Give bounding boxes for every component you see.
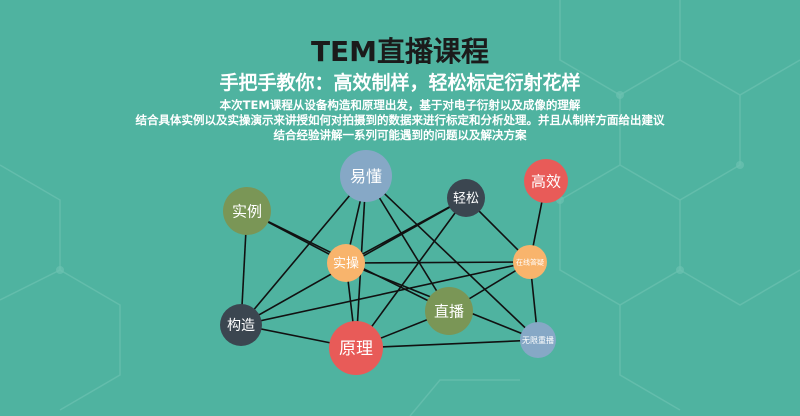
node-label: 高效 [531,172,561,190]
edge-relaxed-principle [355,197,467,349]
description-line: 结合具体实例以及实操演示来讲授如何对拍摄到的数据来进行标定和分析处理。并且从制样… [135,113,665,127]
node-replay: 无限重播 [520,322,556,358]
node-label: 轻松 [453,192,479,207]
page-title: TEM直播课程 [310,35,490,68]
node-label: 无限重播 [522,335,554,345]
node-circle [447,179,485,217]
description-line: 结合经验讲解一系列可能遇到的问题以及解决方案 [273,128,527,142]
node-label: 易懂 [350,167,382,186]
node-circle [425,287,473,335]
node-example: 实例 [223,187,271,235]
edge-qa-structure [240,261,531,326]
page-subtitle: 手把手教你：高效制样，轻松标定衍射花样 [219,72,581,94]
edge-principle-replay [355,339,539,349]
node-circle [513,245,547,279]
edge-easy-live [365,175,450,312]
node-circle [220,304,262,346]
node-circle [524,159,568,203]
node-circle [340,150,392,202]
node-efficient: 高效 [524,159,568,203]
node-principle: 原理 [329,321,383,375]
node-circle [327,244,365,282]
node-label: 在线答疑 [516,258,544,267]
node-qa: 在线答疑 [513,245,547,279]
edge-easy-replay [365,175,539,341]
node-live: 直播 [425,287,473,335]
node-label: 原理 [339,339,373,359]
node-label: 实例 [232,202,262,220]
edge-practice-qa [345,261,531,264]
node-label: 构造 [227,318,255,334]
node-structure: 构造 [220,304,262,346]
node-circle [520,322,556,358]
description-line: 本次TEM课程从设备构造和原理出发，基于对电子衍射以及成像的理解 [219,98,581,112]
node-circle [223,187,271,235]
node-label: 实操 [333,256,359,272]
node-relaxed: 轻松 [447,179,485,217]
node-practice: 实操 [327,244,365,282]
node-circle [329,321,383,375]
course-description: 本次TEM课程从设备构造和原理出发，基于对电子衍射以及成像的理解 结合具体实例以… [0,98,800,143]
node-label: 直播 [434,302,464,320]
node-easy: 易懂 [340,150,392,202]
edge-easy-structure [240,175,367,326]
